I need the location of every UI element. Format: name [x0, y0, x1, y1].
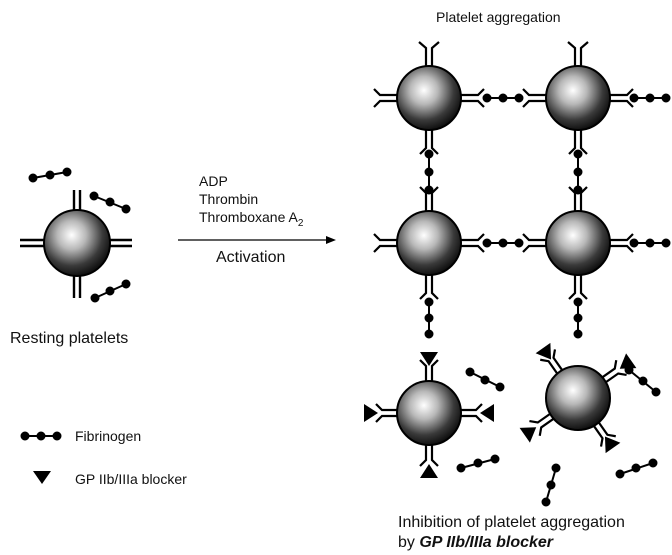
legend-fibrinogen-icon	[20, 431, 62, 441]
inhibited-platelet-1	[364, 352, 494, 478]
inhibition-blocker-name: GP IIb/IIIa blocker	[419, 534, 554, 551]
legend-fibrinogen-label: Fibrinogen	[75, 428, 142, 444]
inhibition-caption-line2: by GP IIb/IIIa blocker	[398, 534, 553, 552]
aggregated-platelet-3	[396, 210, 462, 276]
resting-platelets-label: Resting platelets	[10, 330, 129, 347]
activation-arrow	[178, 236, 336, 244]
diagram-title: Platelet aggregation	[436, 9, 561, 25]
aggregation-bridges	[424, 93, 671, 339]
blocker-triangles-1	[364, 352, 494, 478]
resting-receptors	[20, 190, 132, 298]
resting-platelet	[20, 190, 132, 298]
resting-fibrinogens	[28, 167, 131, 303]
thromboxane-text: Thromboxane A	[199, 209, 298, 225]
stimulus-thromboxane: Thromboxane A2	[199, 208, 303, 233]
inhibition-fibrinogens	[456, 365, 661, 507]
inhibited-platelet-2	[519, 342, 637, 454]
aggregated-platelets	[396, 65, 611, 276]
aggregated-platelet-2	[545, 65, 611, 131]
legend-blocker-icon	[33, 471, 51, 484]
blocker-triangles-2	[519, 342, 637, 454]
activation-label: Activation	[216, 249, 286, 266]
legend-blocker-label: GP IIb/IIIa blocker	[75, 471, 187, 487]
aggregation-receptors	[373, 41, 634, 300]
inhibition-caption-line1: Inhibition of platelet aggregation	[398, 514, 625, 531]
stimulus-thrombin: Thrombin	[199, 191, 259, 207]
thromboxane-subscript: 2	[297, 217, 304, 229]
inhibition-prefix: by	[398, 534, 420, 551]
stimulus-adp: ADP	[199, 173, 228, 189]
aggregated-platelet-4	[545, 210, 611, 276]
aggregated-platelet-1	[396, 65, 462, 131]
